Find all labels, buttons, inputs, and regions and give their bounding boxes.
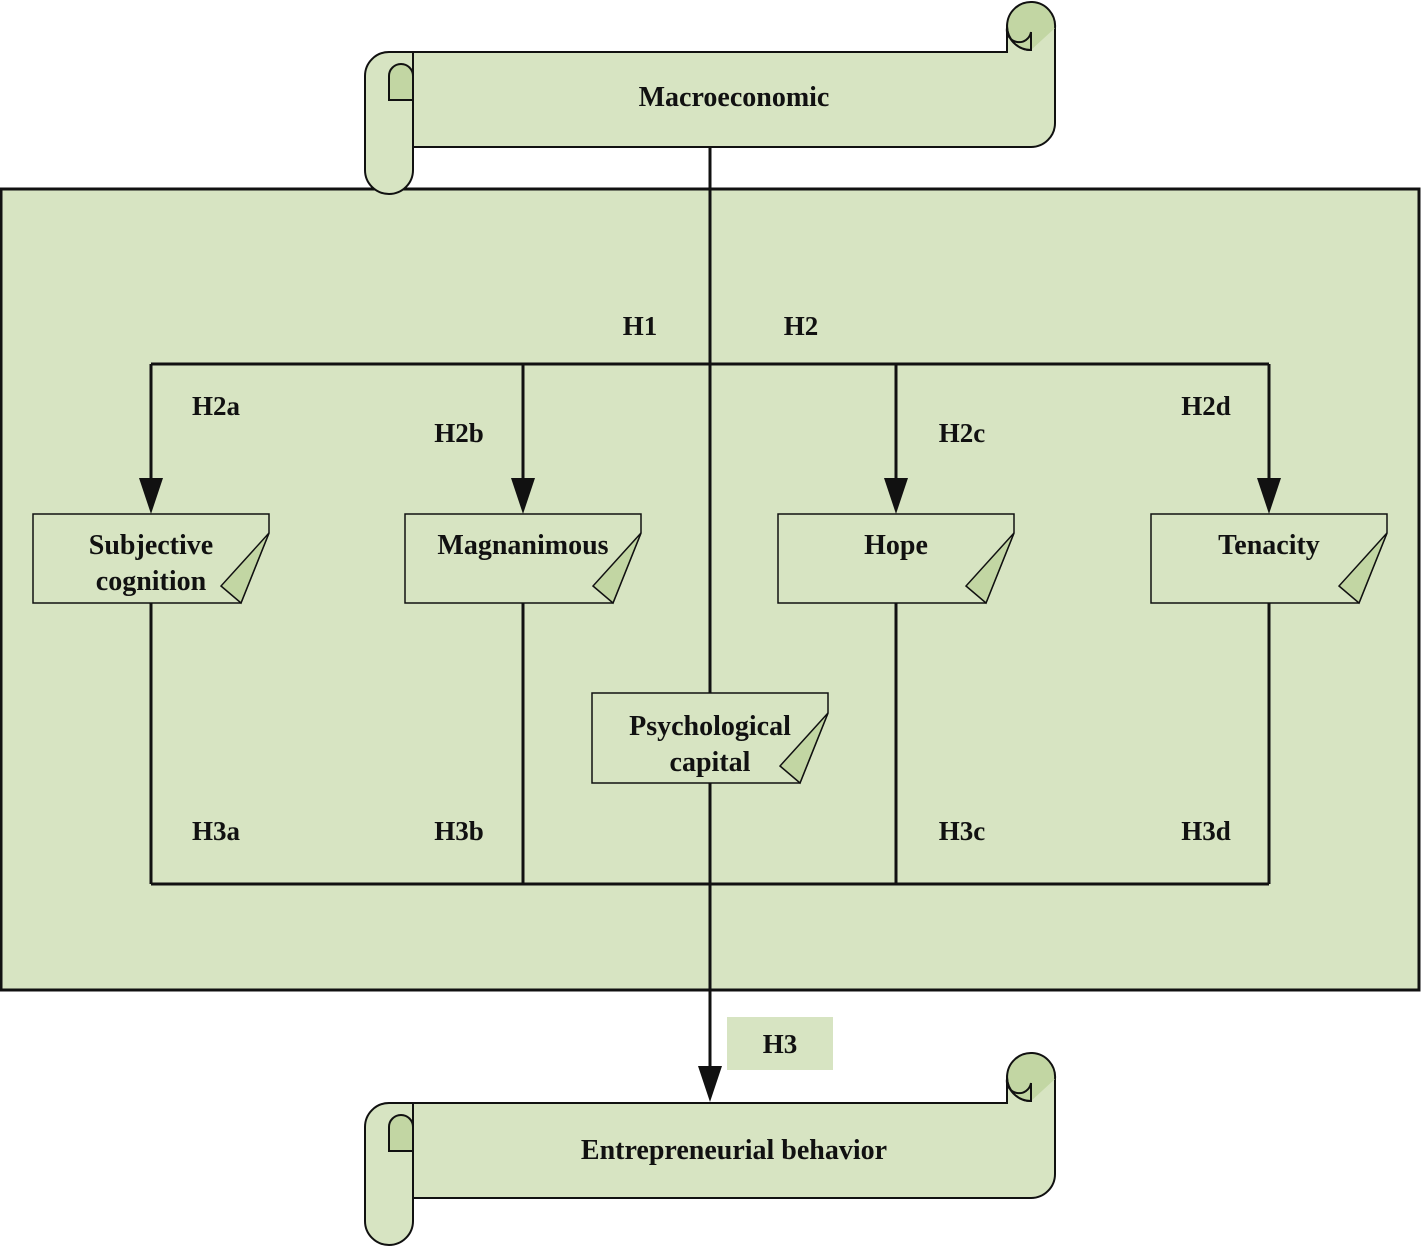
h2a-label: H2a: [192, 391, 241, 421]
node-subjective-cognition: Subjective cognition: [32, 513, 270, 605]
tenacity-label: Tenacity: [1218, 530, 1320, 561]
psychological-capital-label-line1: Psychological: [629, 711, 791, 742]
node-psychological-capital: Psychological capital: [591, 692, 829, 785]
node-hope: Hope: [777, 513, 1015, 605]
h3b-label: H3b: [434, 816, 484, 846]
node-magnanimous: Magnanimous: [404, 513, 642, 605]
arrow-h2c: [884, 478, 908, 514]
h3a-label: H3a: [192, 816, 241, 846]
subjective-cognition-label-line1: Subjective: [89, 530, 213, 561]
arrow-h2b: [511, 478, 535, 514]
entrepreneurial-behavior-banner: Entrepreneurial behavior: [364, 1052, 1057, 1246]
arrow-h2a: [139, 478, 163, 514]
hypothesis-labels: H1 H2 H2a H2b H2c H2d H3a H3b H3c H3d H3: [192, 311, 1231, 1059]
arrow-h2d: [1257, 478, 1281, 514]
psychological-capital-label-line2: capital: [670, 747, 751, 778]
h2c-label: H2c: [939, 418, 986, 448]
h2-label: H2: [784, 311, 819, 341]
h1-label: H1: [623, 311, 658, 341]
h3c-label: H3c: [939, 816, 986, 846]
h2d-label: H2d: [1181, 391, 1231, 421]
hope-label: Hope: [864, 530, 928, 561]
node-tenacity: Tenacity: [1150, 513, 1388, 605]
subjective-cognition-label-line2: cognition: [96, 566, 207, 597]
h2b-label: H2b: [434, 418, 484, 448]
arrow-heads: [139, 478, 1281, 1102]
arrow-h3: [698, 1066, 722, 1102]
entrepreneurial-behavior-label: Entrepreneurial behavior: [581, 1135, 887, 1166]
macroeconomic-label: Macroeconomic: [639, 82, 830, 113]
h3-label: H3: [763, 1029, 798, 1059]
h3d-label: H3d: [1181, 816, 1231, 846]
connectors: [149, 147, 1271, 1068]
macroeconomic-banner: Macroeconomic: [364, 1, 1057, 195]
h3-label-box: [727, 1017, 833, 1070]
magnanimous-label: Magnanimous: [437, 530, 608, 561]
